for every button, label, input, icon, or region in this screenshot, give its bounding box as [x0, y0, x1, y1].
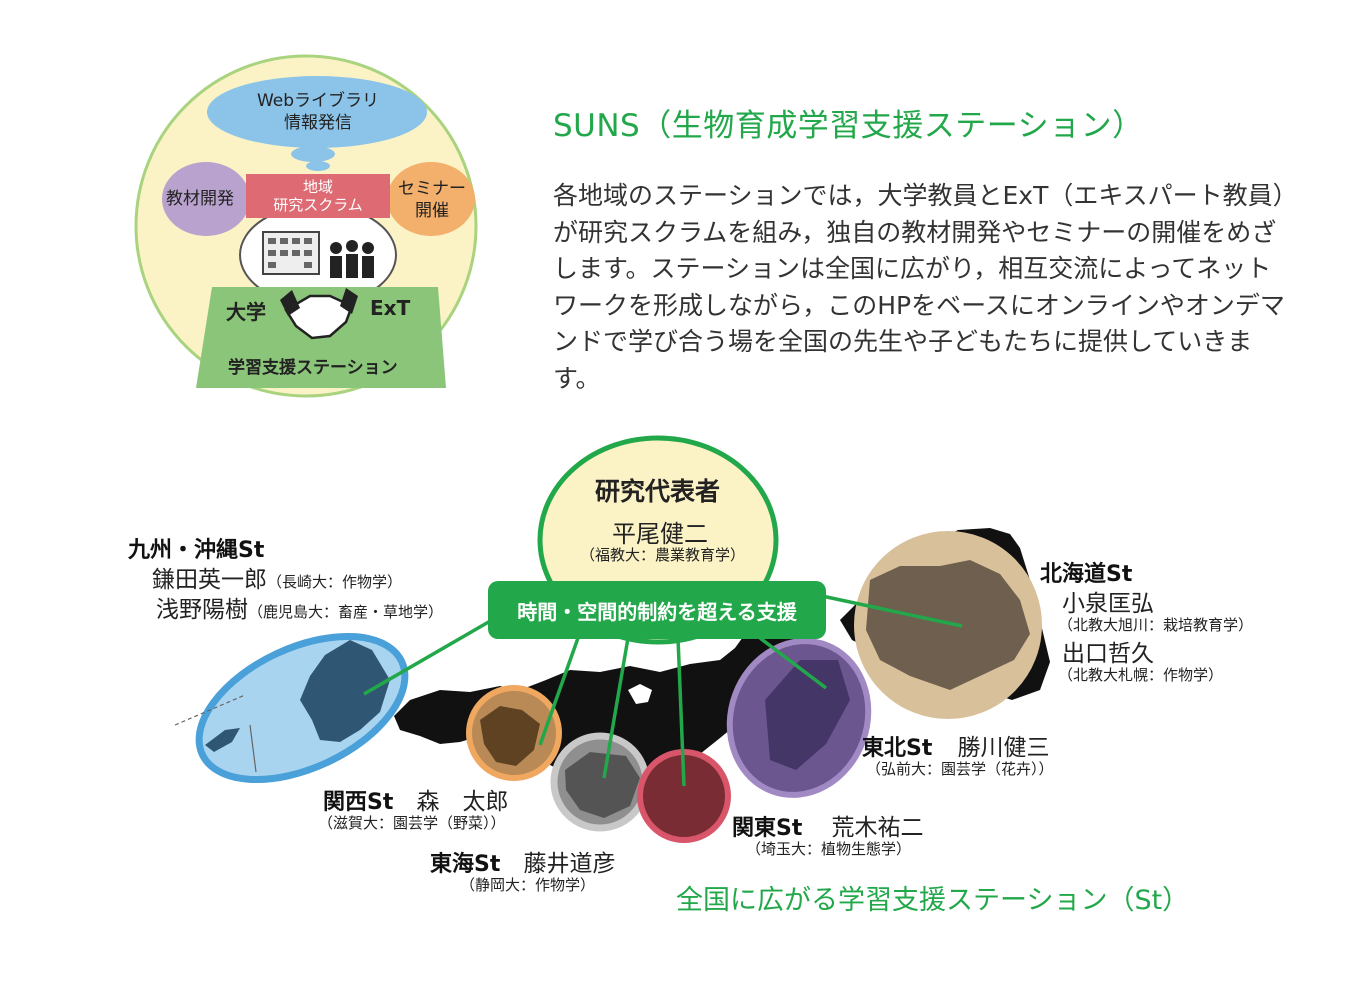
- kyushu-person-1: 鎌田英一郎: [152, 567, 267, 593]
- seminar-text: セミナー: [398, 179, 466, 199]
- kansai-station-label: 関西St 森 太郎: [323, 782, 508, 816]
- support-banner: 時間・空間的制約を超える支援: [488, 581, 826, 639]
- research-scrum-text: 研究スクラム: [273, 196, 363, 214]
- seminar-bubble: [387, 162, 475, 236]
- seminar-held-text: 開催: [415, 201, 449, 221]
- lead-affiliation: （福教大：農業教育学）: [580, 546, 746, 564]
- materials-bubble: [162, 162, 250, 236]
- kyushu-member-2: 浅野陽樹（鹿児島大：畜産・草地学）: [156, 590, 443, 624]
- handshake-icon: [280, 288, 358, 340]
- university-label: 大学: [226, 300, 266, 324]
- ext-label: ExT: [370, 296, 411, 320]
- lead-title: 研究代表者: [595, 477, 721, 506]
- tohoku-affiliation-1: （弘前大：園芸学（花卉））: [866, 760, 1054, 778]
- kyushu-person-2: 浅野陽樹: [156, 597, 248, 623]
- web-library-label: Webライブラリ 情報発信: [248, 90, 388, 134]
- kanto-station-label: 関東St 荒木祐二: [732, 808, 923, 842]
- kansai-station-name: 関西St: [323, 790, 394, 815]
- hokkaido-affiliation-1: （北教大旭川：栽培教育学）: [1058, 616, 1254, 634]
- stations-caption: 全国に広がる学習支援ステーション（St）: [676, 885, 1190, 916]
- kyushu-affiliation-1: （長崎大：作物学）: [267, 573, 403, 591]
- region-tokai-circle: [550, 732, 650, 832]
- region-kyushu-ellipse: [174, 632, 409, 784]
- hokkaido-affiliation-2: （北教大札幌：作物学）: [1058, 666, 1224, 684]
- tohoku-person-1: 勝川健三: [957, 735, 1050, 761]
- kansai-person-1: 森 太郎: [416, 789, 509, 815]
- lead-name: 平尾健二: [612, 520, 708, 548]
- people-icon: [330, 240, 374, 278]
- hokkaido-station-name: 北海道St: [1040, 562, 1133, 587]
- kyushu-station-name: 九州・沖縄St: [128, 538, 265, 563]
- kyushu-member-1: 鎌田英一郎（長崎大：作物学）: [152, 560, 402, 594]
- kyushu-affiliation-2: （鹿児島大：畜産・草地学）: [248, 603, 444, 621]
- station-label: 学習支援ステーション: [228, 358, 398, 378]
- connector-lines: [363, 594, 963, 787]
- tokai-station-label: 東海St 藤井道彦: [430, 844, 615, 878]
- research-scrum-box: [246, 174, 390, 218]
- seminar-label: セミナー 開催: [392, 178, 472, 222]
- tokai-person-1: 藤井道彦: [523, 851, 616, 877]
- kanto-station-name: 関東St: [732, 816, 803, 841]
- hokkaido-person-2: 出口哲久: [1062, 641, 1154, 667]
- concept-illustration: [134, 54, 478, 398]
- kansai-affiliation-1: （滋賀大：園芸学（野菜））: [318, 814, 506, 832]
- region-kansai-circle: [466, 685, 562, 781]
- web-library-cloud: [207, 76, 427, 148]
- suns-description: 各地域のステーションでは，大学教員とExT（エキスパート教員）が研究スクラムを組…: [553, 181, 1286, 393]
- research-scrum-label: 地域 研究スクラム: [248, 178, 388, 214]
- tokai-station-name: 東海St: [430, 852, 501, 877]
- hokkaido-person-1: 小泉匡弘: [1062, 591, 1154, 617]
- tohoku-station-name: 東北St: [862, 736, 933, 761]
- web-library-text: Webライブラリ: [256, 91, 380, 111]
- region-hokkaido-circle: [854, 531, 1042, 719]
- suns-title: SUNS（生物育成学習支援ステーション）: [553, 108, 1144, 144]
- school-building-icon: [262, 231, 320, 275]
- region-tohoku-ellipse: [726, 638, 872, 798]
- region-text: 地域: [302, 178, 333, 196]
- tohoku-station-label: 東北St 勝川健三: [862, 728, 1049, 762]
- kanto-person-1: 荒木祐二: [831, 815, 924, 841]
- tokai-affiliation-1: （静岡大：作物学）: [460, 876, 596, 894]
- kanto-affiliation-1: （埼玉大：植物生態学）: [746, 840, 912, 858]
- info-dissemination-text: 情報発信: [284, 113, 352, 133]
- materials-label: 教材開発: [166, 189, 234, 209]
